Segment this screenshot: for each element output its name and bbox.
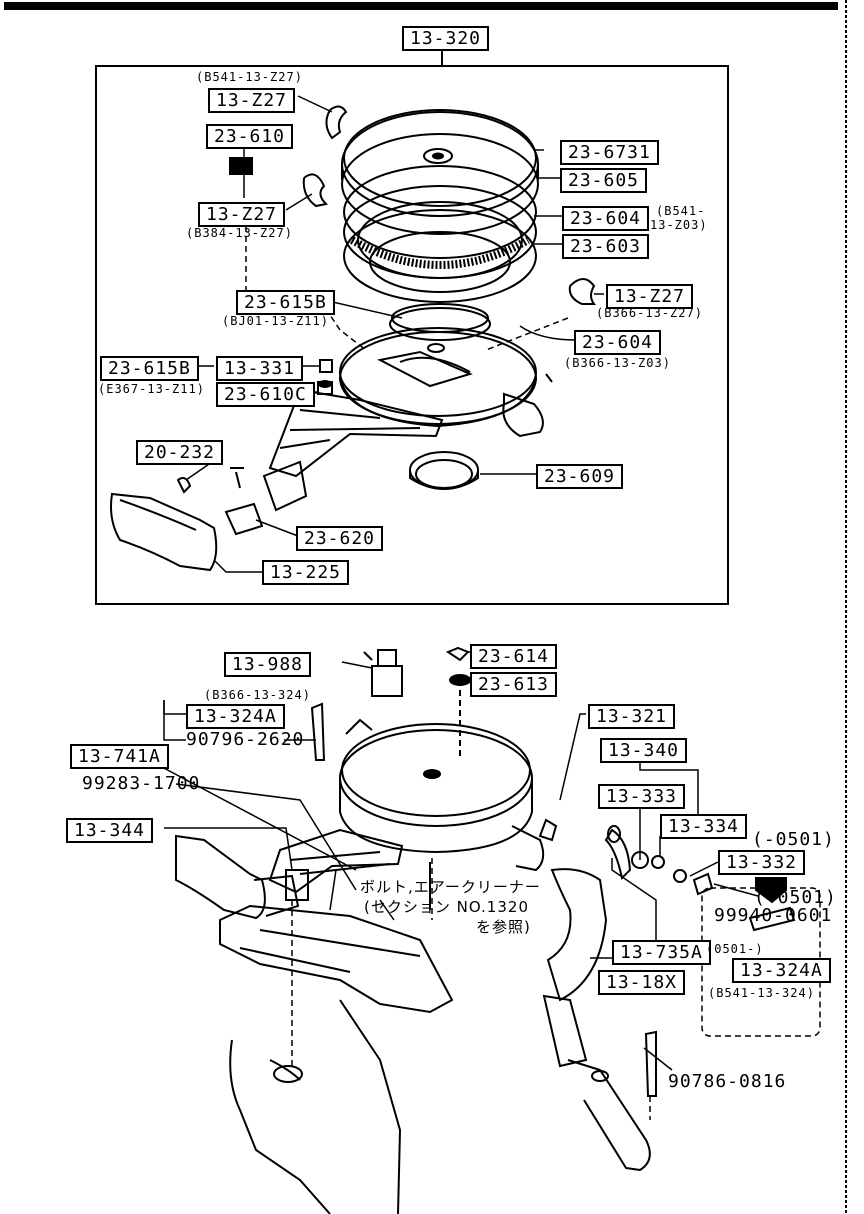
gasket-23-609	[409, 451, 479, 490]
engine-block-outline	[219, 904, 454, 1214]
part-callout-13324a_note: (B366-13-324)	[204, 688, 311, 702]
hose-13-735a	[604, 825, 632, 881]
snorkel-duct	[110, 492, 218, 572]
part-callout-23615b_a_note: (BJ01-13-Z11)	[222, 314, 329, 328]
part-callout-13324a: 13-324A	[186, 704, 285, 729]
part-callout-jp3: を参照)	[476, 918, 531, 936]
part-callout-23615b_b: 23-615B	[100, 356, 199, 381]
part-callout-0501a: (-0501)	[752, 829, 835, 850]
part-callout-999400601: 99940-0601	[714, 905, 833, 926]
part-callout-13z27b: 13-Z27	[198, 202, 286, 227]
part-callout-23604a_note2: 13-Z03)	[650, 218, 708, 232]
part-callout-13225: 13-225	[262, 560, 350, 585]
top-border-bar	[4, 2, 838, 10]
part-callout-23604b: 23-604	[574, 330, 662, 355]
air-cleaner-installed	[339, 718, 545, 872]
part-callout-13z27a_note: (B541-13-Z27)	[196, 70, 303, 84]
part-callout-23603: 23-603	[562, 234, 650, 259]
part-callout-13321: 13-321	[588, 704, 676, 729]
part-callout-23610: 23-610	[206, 124, 294, 149]
part-callout-13324a2_note: (B541-13-324)	[708, 986, 815, 1000]
part-callout-13324a2: 13-324A	[732, 958, 831, 983]
intake-snorkel-installed	[175, 828, 404, 920]
part-callout-13z27c_note: (B366-13-Z27)	[596, 306, 703, 320]
part-callout-13332: 13-332	[718, 850, 806, 875]
part-callout-jp2: (セクション NO.1320	[364, 898, 529, 916]
part-callout-23615b_b_note: (E367-13-Z11)	[98, 382, 205, 396]
part-callout-23604a: 23-604	[562, 206, 650, 231]
part-callout-13z27c: 13-Z27	[606, 284, 694, 309]
assembly-frame	[95, 65, 729, 605]
air-intake-snorkel	[262, 388, 444, 512]
part-callout-0501c: (0501-)	[706, 942, 764, 956]
part-callout-13340: 13-340	[600, 738, 688, 763]
small-parts-top	[176, 105, 596, 536]
part-callout-23605: 23-605	[560, 168, 648, 193]
leaders-top	[185, 95, 604, 573]
part-callout-13z27b_note: (B384-13-Z27)	[186, 226, 293, 240]
part-callout-jp1: ボルト,エアークリーナー	[360, 878, 541, 896]
part-callout-23615b_a: 23-615B	[236, 290, 335, 315]
small-parts-bottom	[285, 702, 796, 1097]
part-callout-13333: 13-333	[598, 784, 686, 809]
part-callout-907962620: 90796-2620	[186, 729, 305, 750]
part-callout-23613: 23-613	[470, 672, 558, 697]
part-callout-992831700: 99283-1700	[82, 773, 201, 794]
part-callout-13z27a: 13-Z27	[208, 88, 296, 113]
part-callout-1318x: 13-18X	[598, 970, 686, 995]
part-callout-13334: 13-334	[660, 814, 748, 839]
part-callout-23620: 23-620	[296, 526, 384, 551]
part-callout-13344: 13-344	[66, 818, 154, 843]
part-callout-13320: 13-320	[402, 26, 490, 51]
part-callout-23604a_note1: (B541-	[656, 204, 706, 218]
part-callout-23609: 23-609	[536, 464, 624, 489]
part-callout-13988: 13-988	[224, 652, 312, 677]
wing-nut-parts	[445, 646, 471, 760]
leaders-bottom	[159, 651, 759, 1120]
part-callout-23604b_note: (B366-13-Z03)	[564, 356, 671, 370]
part-callout-13741a: 13-741A	[70, 744, 169, 769]
part-callout-0501b: (-0501)	[754, 887, 837, 908]
part-callout-23610c: 23-610C	[216, 382, 315, 407]
part-callout-20232: 20-232	[136, 440, 224, 465]
hose-13-18x	[542, 868, 651, 1172]
part-callout-907860816: 90786-0816	[668, 1071, 787, 1092]
part-callout-23614: 23-614	[470, 644, 558, 669]
air-cleaner-body	[339, 303, 553, 438]
part-callout-236731: 23-6731	[560, 140, 659, 165]
air-cleaner-cover	[341, 109, 539, 235]
vacuum-valve-13-988	[363, 649, 403, 697]
part-callout-13331: 13-331	[216, 356, 304, 381]
air-filter-element	[343, 165, 537, 303]
part-callout-13735a: 13-735A	[612, 940, 711, 965]
